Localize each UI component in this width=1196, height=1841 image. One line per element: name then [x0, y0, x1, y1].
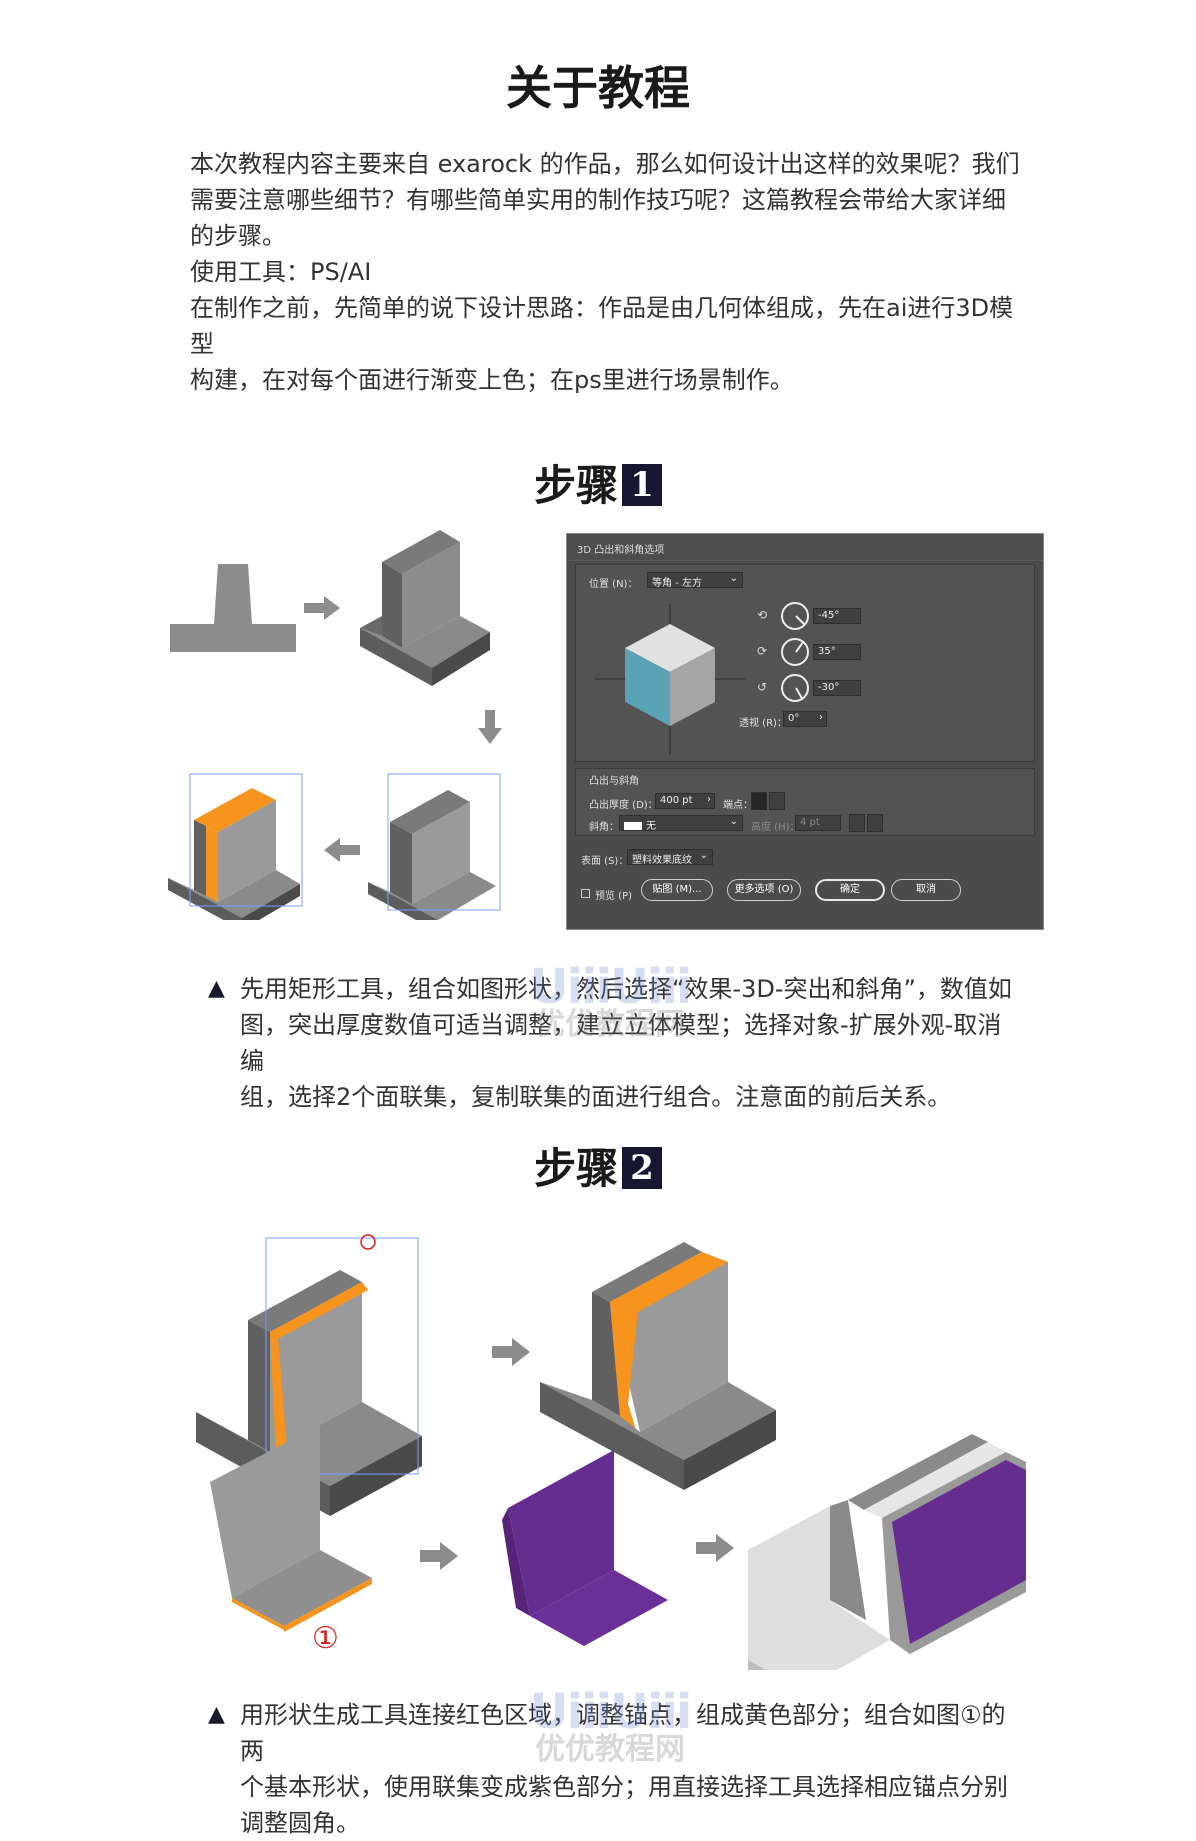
arrow-down-icon [478, 710, 502, 744]
arrow-right-icon [696, 1534, 734, 1562]
extruded-block [360, 530, 490, 686]
surface-label: 表面 (S)： [581, 856, 629, 867]
height-input[interactable]: 4 pt [795, 815, 841, 831]
extrude-bevel-dialog: 3D 凸出和斜角选项 位置 (N)： 等角 - 左方 ⌄ ⟲ -45° ⟳ 35… [566, 533, 1044, 930]
perspective-label: 透视 (R)： [739, 718, 787, 729]
arrow-right-icon [420, 1542, 458, 1570]
orange-edge-result-model [540, 1242, 776, 1490]
caption-line: 组，选择2个面联集，复制联集的面进行组合。注意面的前后关系。 [240, 1083, 952, 1111]
intro-line: 需要注意哪些细节？有哪些简单实用的制作技巧呢？这篇教程会带给大家详细 [190, 186, 1006, 214]
rotate-z-icon: ↺ [757, 680, 768, 694]
intro-line: 构建，在对每个面进行渐变上色；在ps里进行场景制作。 [190, 366, 794, 394]
bevel-select[interactable]: 无⌄ [619, 815, 743, 832]
step2-caption: ▲ 用形状生成工具连接红色区域，调整锚点，组成黄色部分；组合如图①的两 个基本形… [208, 1697, 1020, 1841]
cap-off-button[interactable] [769, 792, 785, 810]
surface-select[interactable]: 塑料效果底纹 ⌄ [627, 849, 713, 866]
more-options-button[interactable]: 更多选项 (O) [727, 879, 801, 901]
arrow-right-icon [304, 596, 340, 620]
step1-label: 步骤 [534, 461, 619, 510]
triangle-bullet-icon: ▲ [208, 976, 225, 1001]
step1-number-badge: 1 [622, 464, 662, 506]
cap-label: 端点： [723, 800, 753, 811]
bevel-out-button[interactable] [849, 814, 865, 832]
rotate-y-value: 35° [818, 646, 836, 657]
extrude-section-label: 凸出与斜角 [589, 776, 639, 787]
t-profile-shape [170, 564, 296, 652]
bevel-in-button[interactable] [867, 814, 883, 832]
caption-line: 图，突出厚度数值可适当调整，建立立体模型；选择对象-扩展外观-取消编 [240, 1011, 1002, 1075]
dialog-titlebar: 3D 凸出和斜角选项 [567, 534, 1043, 561]
chevron-down-icon: ⌄ [729, 573, 738, 584]
intro-line: 的步骤。 [190, 222, 286, 250]
marker-one: ① [312, 1621, 339, 1656]
chevron-right-icon: › [819, 712, 823, 723]
rotate-z-value: -30° [818, 682, 840, 693]
position-select[interactable]: 等角 - 左方 ⌄ [647, 572, 743, 589]
position-panel [575, 564, 1035, 762]
purple-l-shape [502, 1450, 668, 1646]
preview-label: 预览 (P) [595, 891, 633, 902]
selected-model-right [368, 773, 501, 920]
extrude-depth-label: 凸出厚度 (D)： [589, 800, 658, 811]
rotate-x-input[interactable]: -45° [813, 608, 861, 624]
caption-line: 用形状生成工具连接红色区域，调整锚点，组成黄色部分；组合如图①的两 [240, 1701, 1006, 1765]
page-title: 关于教程 [506, 61, 690, 115]
chevron-right-icon: › [707, 794, 711, 805]
cap-on-button[interactable] [751, 792, 767, 810]
preview-checkbox[interactable] [581, 889, 590, 898]
combined-purple-model [748, 1434, 1026, 1670]
gray-l-shape [210, 1425, 372, 1632]
arrow-right-icon [492, 1338, 530, 1366]
rotate-x-icon: ⟲ [757, 608, 768, 622]
dialog-title: 3D 凸出和斜角选项 [577, 545, 665, 556]
map-art-button[interactable]: 贴图 (M)... [641, 879, 713, 901]
step2-illustration: ① [196, 1234, 1026, 1670]
extrude-depth-value: 400 pt [660, 795, 693, 806]
rotate-z-input[interactable]: -30° [813, 680, 861, 696]
step1-illustration [168, 530, 502, 920]
position-label: 位置 (N)： [589, 579, 638, 590]
position-value: 等角 - 左方 [652, 578, 702, 589]
cube-preview[interactable] [595, 604, 745, 754]
extrude-depth-input[interactable]: 400 pt › [655, 793, 715, 809]
intro-line: 本次教程内容主要来自 exarock 的作品，那么如何设计出这样的效果呢？我们 [190, 150, 1020, 178]
height-value: 4 pt [800, 817, 820, 828]
step1-caption: ▲ 先用矩形工具，组合如图形状，然后选择“效果-3D-突出和斜角”，数值如 图，… [208, 971, 1020, 1115]
step2-number-badge: 2 [622, 1147, 662, 1189]
rotate-y-input[interactable]: 35° [813, 644, 861, 660]
rotate-y-icon: ⟳ [757, 644, 768, 658]
bevel-label: 斜角： [589, 822, 619, 833]
cancel-button[interactable]: 取消 [891, 879, 961, 901]
intro-line: 在制作之前，先简单的说下设计思路：作品是由几何体组成，先在ai进行3D模型 [190, 294, 1014, 358]
orange-edge-model [168, 773, 303, 920]
caption-line: 调整圆角。 [240, 1809, 360, 1837]
perspective-value: 0° [788, 713, 800, 724]
triangle-bullet-icon: ▲ [208, 1702, 225, 1727]
perspective-input[interactable]: 0° › [783, 711, 827, 727]
surface-value: 塑料效果底纹 [632, 855, 692, 866]
ok-button[interactable]: 确定 [815, 879, 885, 901]
rotate-x-value: -45° [818, 610, 840, 621]
rotate-x-dial[interactable] [781, 602, 809, 630]
rotate-z-dial[interactable] [781, 674, 809, 702]
height-label: 高度 (H)： [751, 822, 800, 833]
caption-line: 个基本形状，使用联集变成紫色部分；用直接选择工具选择相应锚点分别 [240, 1773, 1008, 1801]
intro-line: 使用工具：PS/AI [190, 258, 372, 286]
arrow-left-icon [324, 838, 360, 862]
step2-label: 步骤 [534, 1144, 619, 1193]
chevron-down-icon: ⌄ [729, 816, 738, 827]
rotate-y-dial[interactable] [781, 638, 809, 666]
chevron-down-icon: ⌄ [699, 850, 708, 861]
bevel-value: 无 [646, 821, 656, 832]
bevel-swatch [624, 822, 642, 830]
caption-line: 先用矩形工具，组合如图形状，然后选择“效果-3D-突出和斜角”，数值如 [240, 975, 1012, 1003]
intro-text: 本次教程内容主要来自 exarock 的作品，那么如何设计出这样的效果呢？我们 … [190, 146, 1020, 398]
